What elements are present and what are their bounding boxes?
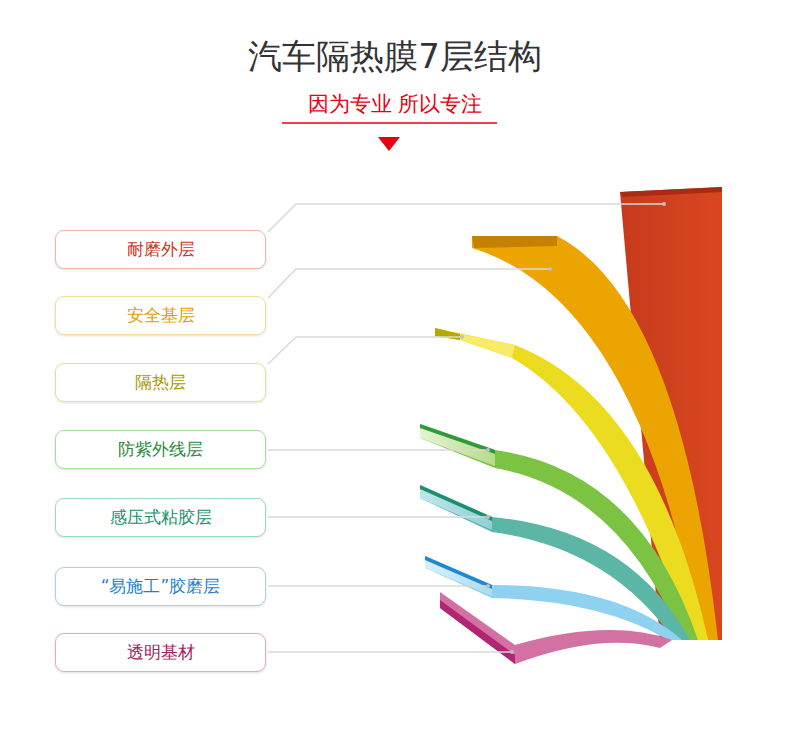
easy-layer-edge bbox=[425, 556, 492, 589]
leader-line bbox=[268, 585, 488, 587]
adhesive-layer-edge bbox=[420, 485, 492, 521]
base-layer-shape bbox=[440, 592, 672, 664]
layer-label-box: 隔热层 bbox=[55, 363, 266, 402]
layer-name: 感压式粘胶层 bbox=[110, 506, 212, 529]
leader-line bbox=[268, 516, 488, 518]
layer-label-box: 防紫外线层 bbox=[55, 430, 266, 469]
leader-lines bbox=[268, 204, 664, 652]
wear-layer-edge bbox=[620, 187, 722, 197]
layer-name: 防紫外线层 bbox=[118, 438, 203, 461]
layer-label-box: 耐磨外层 bbox=[55, 230, 266, 269]
easy-layer-face bbox=[425, 556, 492, 596]
layer-name: 耐磨外层 bbox=[127, 238, 195, 261]
base-layer-edge bbox=[440, 600, 515, 664]
adhesive-layer-face bbox=[420, 485, 492, 530]
leader-dots bbox=[460, 202, 666, 654]
subtitle-rule bbox=[282, 122, 497, 124]
leader-line bbox=[268, 269, 550, 298]
layer-name: 透明基材 bbox=[127, 641, 195, 664]
layer-name: 隔热层 bbox=[135, 371, 186, 394]
layer-label-box: “易施工”胶磨层 bbox=[55, 567, 266, 606]
leader-line bbox=[268, 449, 488, 451]
leader-line bbox=[268, 337, 462, 364]
layer-label-box: 感压式粘胶层 bbox=[55, 498, 266, 537]
title: 汽车隔热膜7层结构 bbox=[0, 34, 790, 80]
subtitle: 因为专业 所以专注 bbox=[0, 90, 790, 118]
leader-line bbox=[268, 204, 664, 232]
layer-name: 安全基层 bbox=[127, 304, 195, 327]
pointer-triangle bbox=[378, 137, 400, 151]
layer-label-box: 透明基材 bbox=[55, 633, 266, 672]
easy-layer-shape bbox=[425, 556, 682, 640]
leader-line bbox=[268, 651, 512, 653]
uv-layer-face bbox=[420, 424, 495, 466]
heat-layer-face bbox=[460, 334, 515, 358]
layer-name: “易施工”胶磨层 bbox=[101, 575, 221, 598]
layer-label-box: 安全基层 bbox=[55, 296, 266, 335]
heat-layer-edge bbox=[435, 328, 460, 340]
safety-layer-edge bbox=[472, 236, 557, 248]
